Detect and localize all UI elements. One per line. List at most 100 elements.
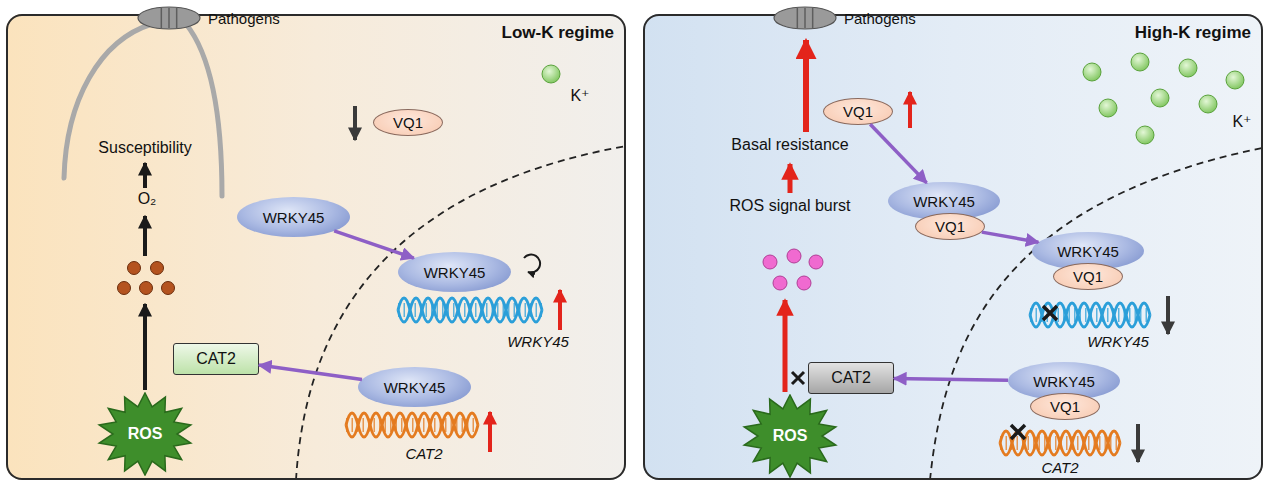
oxygen-dots (118, 262, 175, 295)
node-label: WRKY45 (1033, 373, 1095, 390)
text-label: K⁺ (1232, 112, 1251, 131)
potassium-ion (542, 65, 560, 83)
up-arrow (908, 92, 912, 128)
dna-strand (1030, 303, 1150, 327)
regime-panel: Low-K regimePathogensVQ1WRKY45WRKY45CAT2… (6, 14, 626, 480)
vq1-protein: VQ1 (915, 213, 985, 240)
vq1-protein: VQ1 (1030, 393, 1100, 420)
purple-arrow (982, 232, 1039, 242)
purple-arrow (259, 365, 362, 380)
ros-dot (809, 255, 823, 269)
node-label: WRKY45 (913, 193, 975, 210)
potassium-ion (1099, 99, 1117, 117)
pathogen-stripe (176, 8, 178, 28)
pathogen-stripe (168, 8, 170, 28)
potassium-ion (1083, 63, 1101, 81)
oxygen-dot (140, 282, 153, 295)
pathogen-stripe (161, 8, 163, 28)
star-outline (99, 393, 191, 475)
oxygen-dot (118, 282, 131, 295)
node-label: Pathogens (844, 10, 916, 27)
pathogen-body (774, 7, 836, 29)
vq1-protein: VQ1 (823, 98, 893, 125)
panel-fill (6, 14, 626, 480)
node-label: WRKY45 (424, 264, 486, 281)
block-mark (1043, 306, 1057, 320)
ros-dot (773, 276, 787, 290)
gene-label: WRKY45 (507, 333, 569, 350)
node-label: ROS (128, 425, 163, 443)
node-label: VQ1 (1073, 268, 1103, 285)
ros-dot (787, 249, 801, 263)
wrky45-protein: WRKY45 (398, 252, 511, 292)
text-label: Susceptibility (98, 139, 191, 157)
down-arrow (1136, 424, 1140, 462)
node-label: WRKY45 (263, 209, 325, 226)
down-arrow (1166, 296, 1170, 334)
cat2-enzyme: CAT2 (173, 343, 259, 375)
panel-title: Low-K regime (502, 23, 614, 43)
oxygen-dot (162, 282, 175, 295)
nucleus-boundary (296, 146, 626, 480)
node-label: VQ1 (843, 103, 873, 120)
gene-label: CAT2 (405, 445, 442, 462)
dna-rungs (346, 418, 478, 432)
block-mark (792, 372, 804, 384)
block-mark (1011, 425, 1025, 439)
down-arrow (353, 106, 357, 140)
pathogen-outline (773, 6, 837, 30)
dna-strand (1030, 303, 1150, 327)
cycle-icon (524, 255, 540, 273)
black-arrow (143, 304, 147, 390)
cat2-enzyme: CAT2 (808, 362, 894, 394)
red-arrow (788, 164, 793, 193)
node-label: ROS (773, 427, 808, 445)
text-label: Basal resistance (731, 136, 848, 154)
ros-star: ROS (742, 394, 838, 478)
purple-arrow (870, 124, 926, 183)
dna-strand (346, 413, 478, 437)
potassium-ion (1226, 71, 1244, 89)
black-arrow (143, 216, 147, 256)
pathogen-shape: Pathogens (773, 6, 837, 30)
red-arrow (783, 300, 788, 392)
node-label: CAT2 (831, 369, 871, 387)
star-outline (744, 395, 836, 477)
panel-fill (643, 14, 1263, 480)
potassium-ion (1136, 126, 1154, 144)
potassium-ion (1131, 53, 1149, 71)
gene-label: WRKY45 (1087, 333, 1149, 350)
dna-strand (1000, 431, 1120, 455)
pathogen-stripe (804, 8, 806, 28)
node-label: VQ1 (935, 218, 965, 235)
up-arrow (488, 412, 492, 452)
wrky45-protein: WRKY45 (237, 197, 350, 237)
node-label: VQ1 (393, 114, 423, 131)
vq1-protein: VQ1 (1053, 263, 1123, 290)
regime-panel: High-K regimePathogensVQ1WRKY45VQ1WRKY45… (643, 14, 1263, 480)
pathogen-stripe (812, 8, 814, 28)
node-label: WRKY45 (1057, 243, 1119, 260)
oxygen-dot (128, 262, 141, 275)
text-label: ROS signal burst (730, 197, 851, 215)
potassium-ion (1179, 59, 1197, 77)
purple-arrow (334, 231, 414, 258)
node-label: Pathogens (208, 10, 280, 27)
oxygen-dot (151, 262, 164, 275)
potassium-ion (1199, 95, 1217, 113)
black-arrow (143, 163, 147, 188)
dna-strand (398, 298, 542, 322)
ros-dots (763, 249, 823, 290)
text-label: K⁺ (570, 86, 589, 105)
node-label: VQ1 (1050, 398, 1080, 415)
ros-star: ROS (97, 392, 193, 476)
wrky45-protein: WRKY45 (358, 367, 471, 407)
node-label: CAT2 (196, 350, 236, 368)
node-label: WRKY45 (384, 379, 446, 396)
purple-arrow (894, 379, 1008, 381)
panel-title: High-K regime (1135, 23, 1251, 43)
potassium-ion (1151, 89, 1169, 107)
potassium-ions (1083, 53, 1244, 144)
dna-strand (1000, 431, 1120, 455)
